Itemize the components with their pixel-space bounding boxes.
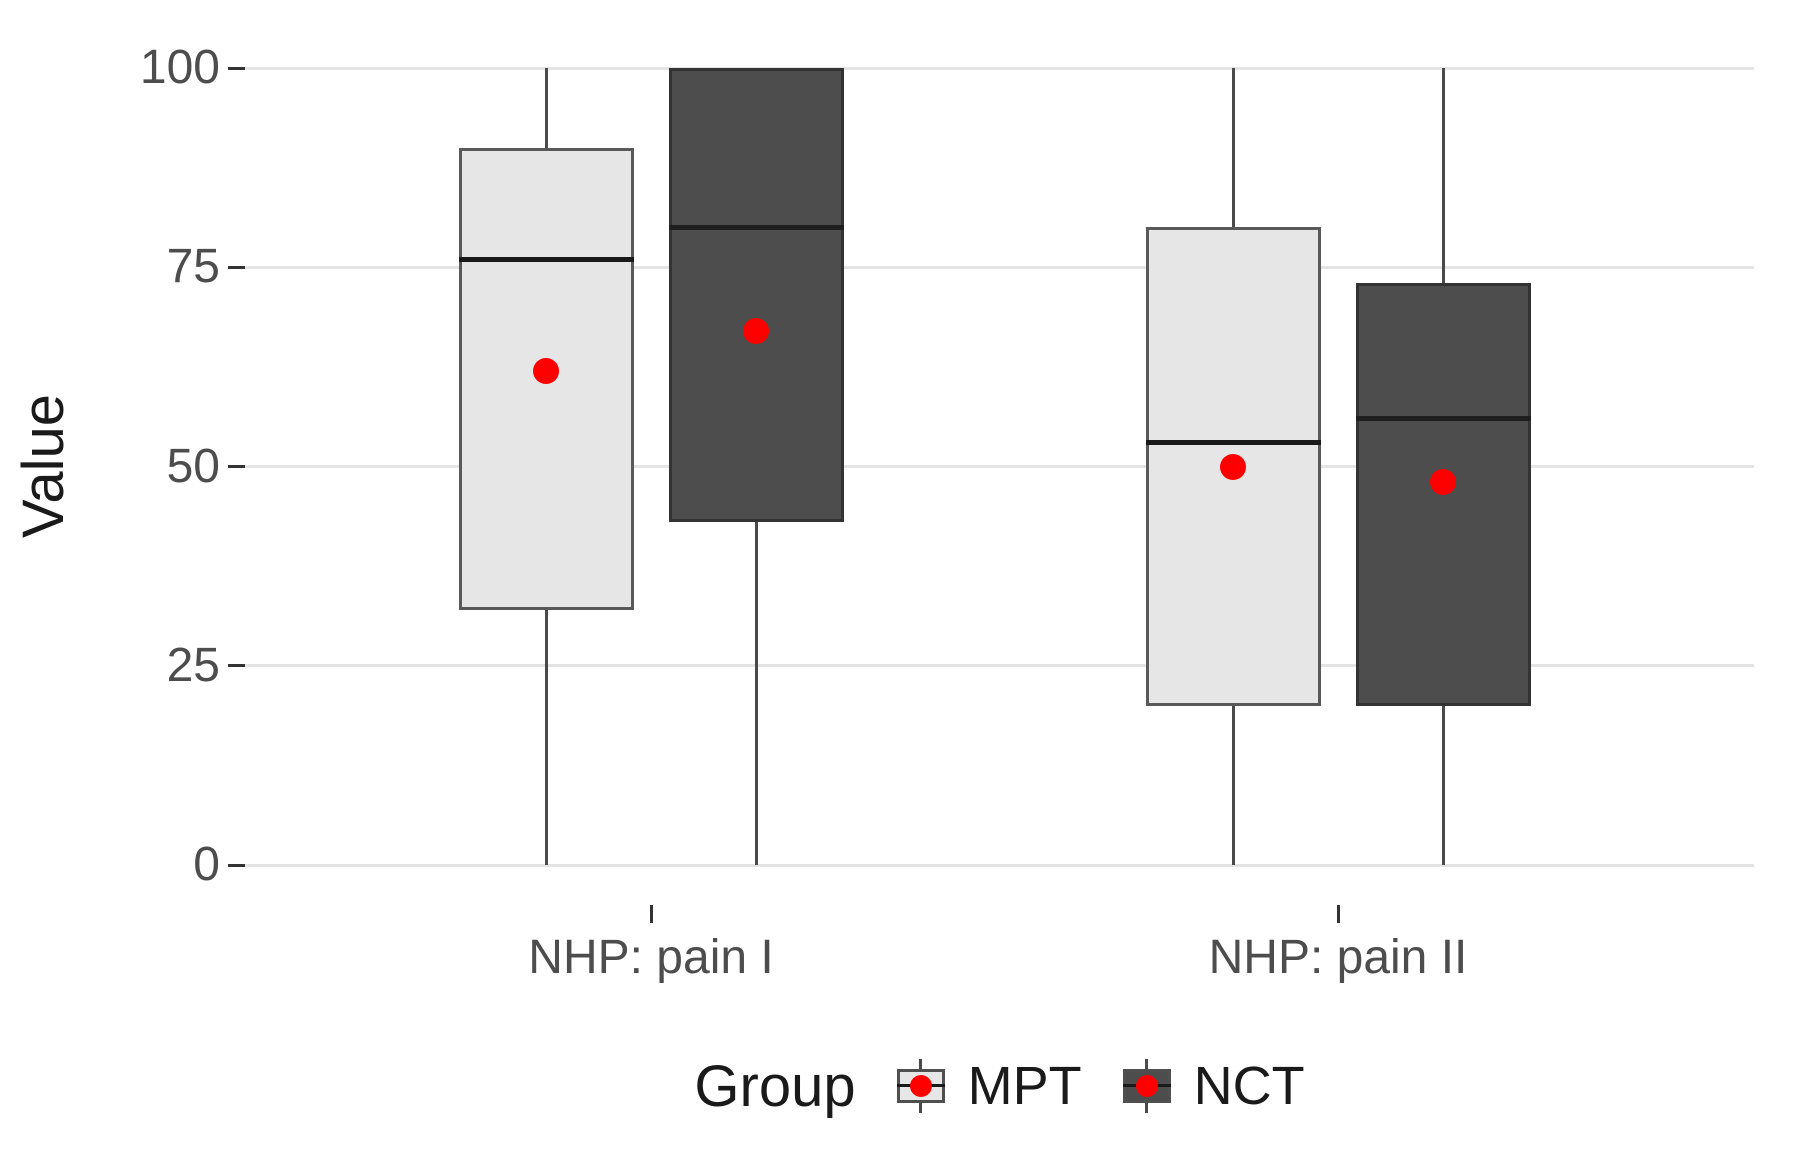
box-NCT-1	[668, 68, 844, 523]
mean-dot-NCT-1	[743, 318, 769, 344]
y-tick-label-0: 0	[193, 838, 220, 891]
x-tick-label-2: NHP: pain II	[1208, 931, 1468, 984]
key-mean-dot-icon	[1135, 1075, 1158, 1097]
y-tick-0	[228, 863, 245, 867]
whisker-upper-NCT-2	[1441, 68, 1445, 284]
x-tick-2	[1336, 905, 1340, 923]
y-tick-label-25: 25	[166, 638, 220, 692]
gridline-y-50	[245, 465, 1754, 468]
boxplot-key-icon	[1120, 1059, 1174, 1113]
y-tick-25	[228, 664, 245, 668]
gridline-y-100	[245, 66, 1754, 70]
legend-label-nct: NCT	[1193, 1056, 1305, 1116]
median-NCT-1	[668, 224, 844, 230]
y-tick-label-75: 75	[166, 240, 220, 294]
x-tick-1	[649, 905, 653, 923]
y-tick-100	[228, 66, 245, 70]
legend-item-nct: NCT	[1120, 1055, 1305, 1117]
gridline-y-75	[245, 265, 1754, 269]
y-tick-label-50: 50	[166, 439, 220, 493]
y-tick-50	[228, 465, 245, 468]
whisker-upper-MPT-1	[544, 68, 548, 148]
whisker-lower-MPT-2	[1231, 705, 1235, 865]
median-NCT-2	[1355, 416, 1531, 422]
median-MPT-1	[458, 256, 634, 262]
whisker-lower-MPT-1	[544, 609, 548, 865]
y-axis-title: Value	[11, 393, 76, 539]
gridline-y-0	[245, 863, 1754, 867]
legend-label-mpt: MPT	[967, 1056, 1082, 1116]
y-tick-75	[228, 265, 245, 269]
legend: Group MPT NCT	[245, 1038, 1754, 1134]
legend-item-mpt: MPT	[894, 1055, 1082, 1117]
x-tick-label-1: NHP: pain I	[528, 931, 774, 984]
mean-dot-MPT-2	[1220, 453, 1246, 480]
whisker-upper-MPT-2	[1231, 68, 1235, 228]
mean-dot-NCT-2	[1430, 469, 1456, 496]
whisker-lower-NCT-1	[754, 522, 758, 865]
legend-title: Group	[694, 1053, 856, 1119]
key-mean-dot-icon	[909, 1075, 932, 1097]
boxplot-key-icon	[894, 1059, 948, 1113]
mean-dot-MPT-1	[533, 357, 559, 384]
gridline-y-25	[245, 664, 1754, 668]
median-MPT-2	[1145, 440, 1321, 446]
y-tick-label-100: 100	[139, 41, 220, 94]
whisker-lower-NCT-2	[1441, 705, 1445, 865]
